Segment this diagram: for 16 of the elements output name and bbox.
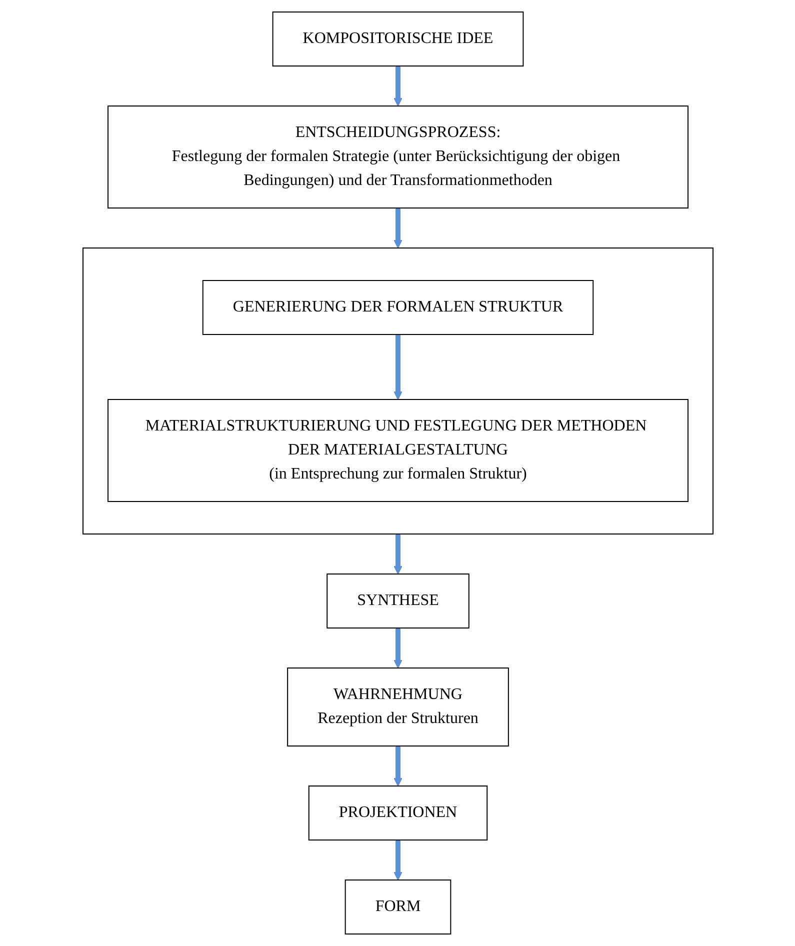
node-box: SYNTHESE — [326, 574, 469, 628]
arrow — [393, 746, 402, 786]
node-box: ENTSCHEIDUNGSPROZESS: Festlegung der formalen Strategie (unter Berücksichtigung der obigen Bedingungen) und der Transformationmethoden — [107, 106, 688, 208]
cluster — [82, 248, 713, 534]
arrow — [393, 66, 402, 106]
node-box: MATERIALSTRUKTURIERUNG UND FESTLEGUNG DER METHODEN DER MATERIALGESTALTUNG (in Entsprechung zur formalen Struktur) — [107, 399, 688, 502]
arrow — [393, 628, 402, 668]
arrow — [393, 840, 402, 880]
arrow — [393, 534, 402, 574]
node-box: WAHRNEHMUNG Rezeption der Strukturen — [286, 668, 508, 746]
node-box: PROJEKTIONEN — [308, 786, 488, 840]
arrow — [393, 334, 402, 400]
node-box: FORM — [344, 880, 451, 934]
node-box: KOMPOSITORISCHE IDEE — [272, 12, 524, 66]
arrow — [393, 208, 402, 248]
node-box: GENERIERUNG DER FORMALEN STRUKTUR — [202, 280, 594, 335]
